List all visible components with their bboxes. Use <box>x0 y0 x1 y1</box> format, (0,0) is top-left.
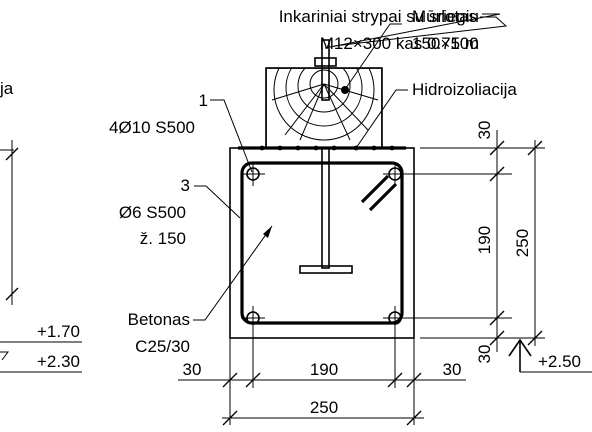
level-marker-upper-left: +1.70 <box>37 322 80 341</box>
concrete-label-line2: C25/30 <box>135 337 190 356</box>
stirrup-bar-3 <box>240 161 404 325</box>
anchor-rod <box>299 39 353 274</box>
wallplate-label-line1: Mūrlotas <box>412 7 477 26</box>
longitudinal-bars-1 <box>241 162 407 330</box>
stirrup-hook <box>360 174 398 212</box>
wall-plate-marker-dot <box>341 86 349 94</box>
dim-right-mid: 190 <box>475 226 494 254</box>
right-dimension-chain: 30 190 250 30 <box>400 121 545 364</box>
level-marker-right-value: +2.50 <box>538 352 581 371</box>
concrete-beam-section <box>229 147 415 339</box>
callout-3-number: 3 <box>181 176 190 195</box>
annotations: Inkariniai strypai su sriegiu M12×300 ka… <box>109 7 517 356</box>
anchor-nut-icon <box>314 57 337 67</box>
callout-1-number: 1 <box>199 91 208 110</box>
dim-bottom-left: 30 <box>183 360 202 379</box>
bottom-dimension-chain: 30 190 30 250 <box>178 324 466 426</box>
concrete-label-line1: Betonas <box>128 310 190 329</box>
dim-right-top: 30 <box>475 121 494 140</box>
dim-right-total: 250 <box>513 229 532 257</box>
anchor-label-line2: M12×300 kas 0.75 m <box>320 34 479 53</box>
partial-label-left: ja <box>0 79 14 98</box>
callout-3-line2: ž. 150 <box>140 229 186 248</box>
anchor-plate <box>299 265 353 274</box>
anchor-label-line1: Inkariniai strypai su sriegiu <box>279 7 479 26</box>
level-marker-lower-left: +2.30 <box>37 352 80 371</box>
callout-1-text: 4Ø10 S500 <box>109 118 195 137</box>
wallplate-label-line2: 150×100 <box>412 34 479 53</box>
left-partial-detail: ja +1.70 +2.30 <box>0 79 82 373</box>
dim-bottom-total: 250 <box>310 398 338 417</box>
dim-bottom-right: 30 <box>443 360 462 379</box>
level-marker-right: +2.50 <box>508 338 592 373</box>
dim-bottom-mid: 190 <box>310 360 338 379</box>
callout-3-line1: Ø6 S500 <box>119 203 186 222</box>
dim-right-bottom: 30 <box>475 345 494 364</box>
level-triangle-left-icon <box>0 351 9 361</box>
concrete-arrow-icon <box>263 226 272 238</box>
waterproofing-label: Hidroizoliacija <box>412 80 517 99</box>
